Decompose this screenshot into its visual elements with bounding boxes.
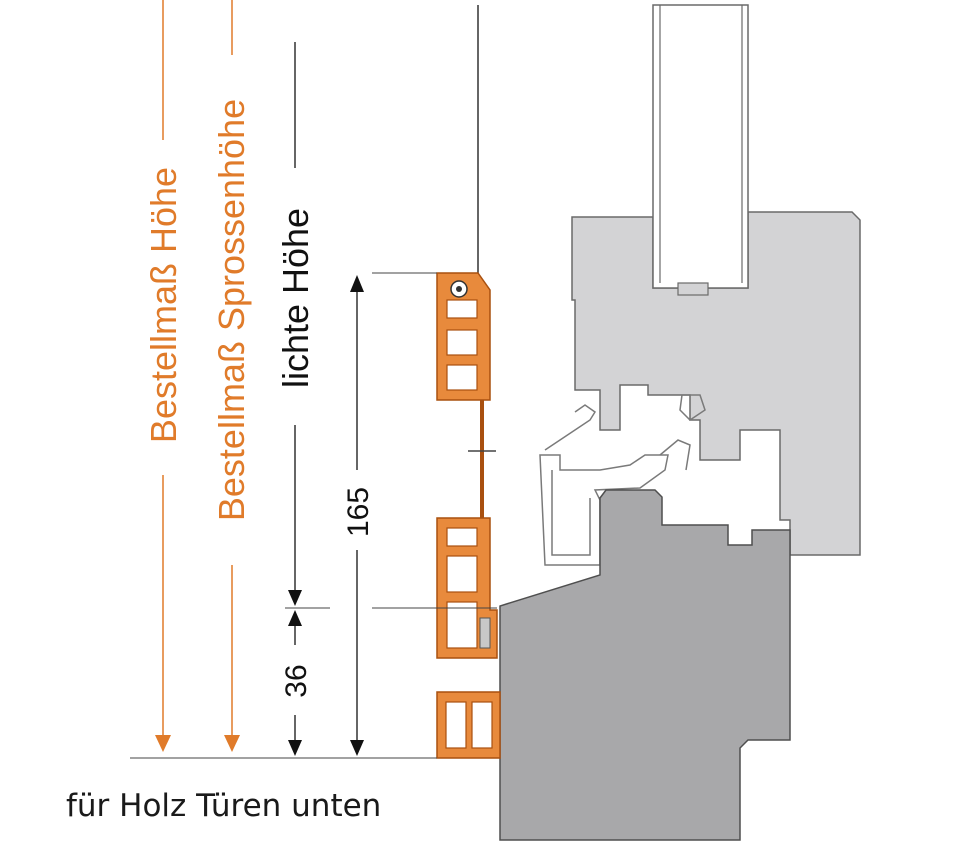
dimension-bestellmass-hoehe: Bestellmaß Höhe [143, 0, 184, 752]
frame-profile [571, 4, 861, 556]
label-bestellmass-hoehe: Bestellmaß Höhe [143, 167, 184, 443]
dimension-bestellmass-sprossenhoehe: Bestellmaß Sprossenhöhe [211, 0, 252, 752]
orange-connector [468, 400, 496, 520]
label-36: 36 [280, 664, 313, 697]
door-leaf [499, 489, 791, 841]
orange-profile-top [436, 272, 491, 401]
dimension-165: 165 [342, 275, 375, 756]
orange-profile-middle [436, 517, 498, 659]
dimension-36: 36 [280, 610, 313, 756]
dimension-lichte-hoehe: lichte Höhe [275, 42, 316, 606]
label-lichte-hoehe: lichte Höhe [275, 208, 316, 388]
label-165: 165 [342, 487, 375, 537]
caption: für Holz Türen unten [66, 788, 382, 824]
label-bestellmass-sprossenhoehe: Bestellmaß Sprossenhöhe [211, 99, 252, 521]
orange-profile-bottom [436, 691, 501, 759]
